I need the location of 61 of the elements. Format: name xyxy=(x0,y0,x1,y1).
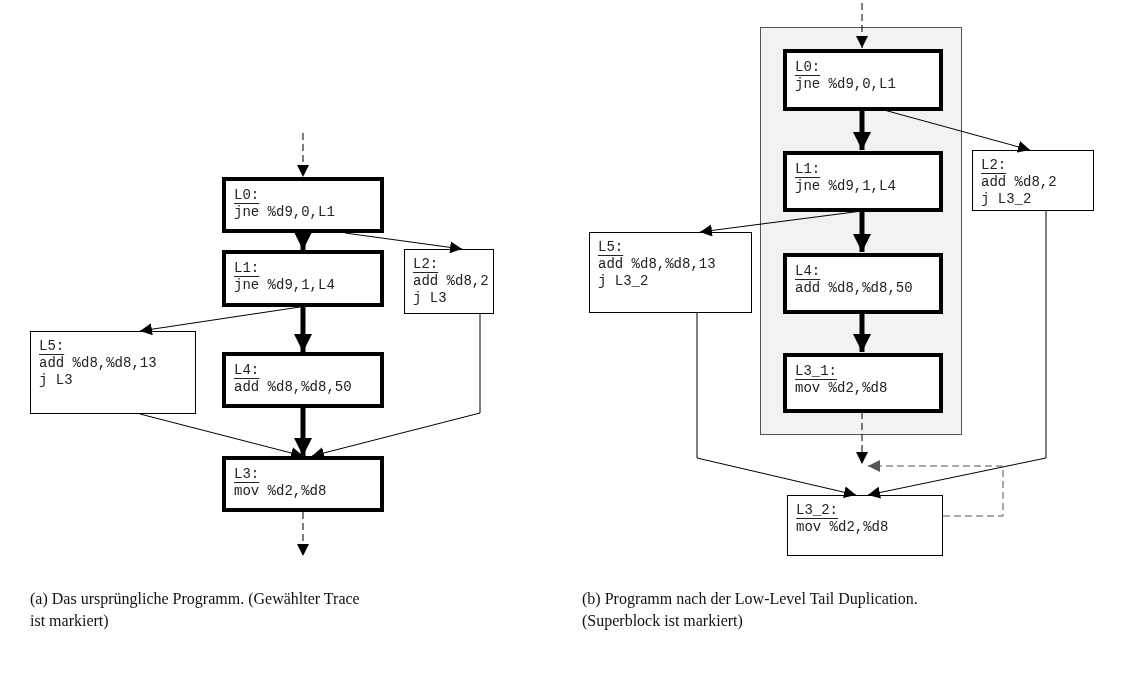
basic-block xyxy=(972,150,1094,211)
code-line: jne %d9,0,L1 xyxy=(795,76,896,93)
basic-block xyxy=(222,177,384,233)
code-line: add %d8,%d8,13 xyxy=(39,355,157,372)
code-line: jne %d9,1,L4 xyxy=(795,178,896,195)
basic-block xyxy=(404,249,494,314)
arrow xyxy=(311,313,481,459)
code-line: mov %d2,%d8 xyxy=(234,483,327,500)
basic-block xyxy=(222,352,384,408)
block-label: L5: xyxy=(39,338,65,355)
block-label: L4: xyxy=(795,263,821,280)
basic-block xyxy=(783,253,943,314)
block-label: L0: xyxy=(795,59,821,76)
code-line: jne %d9,1,L4 xyxy=(234,277,335,294)
arrow xyxy=(696,312,857,499)
block-label: L2: xyxy=(981,157,1007,174)
arrow xyxy=(294,408,312,456)
block-label: L3: xyxy=(234,466,260,483)
basic-block xyxy=(783,353,943,413)
block-label: L5: xyxy=(598,239,624,256)
code-line: add %d8,%d8,13 xyxy=(598,256,716,273)
arrow xyxy=(853,211,871,252)
code-line: jne %d9,0,L1 xyxy=(234,204,335,221)
dashed-arrow xyxy=(856,2,868,49)
code-line: mov %d2,%d8 xyxy=(795,380,888,397)
basic-block xyxy=(787,495,943,556)
superblock-region xyxy=(760,27,962,435)
arrow xyxy=(294,232,312,250)
code-line: add %d8,%d8,50 xyxy=(795,280,913,297)
arrow xyxy=(867,210,1047,499)
block-label: L1: xyxy=(795,161,821,178)
basic-block xyxy=(222,250,384,307)
basic-block xyxy=(589,232,752,313)
arrow xyxy=(294,307,312,352)
arrow xyxy=(139,413,304,459)
code-line: add %d8,%d8,50 xyxy=(234,379,352,396)
block-label: L3_2: xyxy=(796,502,838,519)
dashed-arrow xyxy=(297,511,309,557)
code-line: j L3_2 xyxy=(598,273,649,290)
arrow xyxy=(853,313,871,352)
block-label: L2: xyxy=(413,256,439,273)
code-line: mov %d2,%d8 xyxy=(796,519,889,536)
figure-caption: (a) Das ursprüngliche Programm. (Gewählter Trace ist markiert) xyxy=(30,589,360,631)
dashed-arrow xyxy=(297,132,309,178)
code-line: add %d8,2 xyxy=(413,273,489,290)
arrow xyxy=(853,110,871,150)
block-label: L3_1: xyxy=(795,363,837,380)
dashed-arrow xyxy=(856,411,868,465)
dashed-arrow xyxy=(867,460,1004,517)
block-label: L1: xyxy=(234,260,260,277)
figure-caption: (b) Programm nach der Low-Level Tail Duplication. (Superblock ist markiert) xyxy=(582,589,919,632)
block-label: L0: xyxy=(234,187,260,204)
code-line: add %d8,2 xyxy=(981,174,1057,191)
basic-block xyxy=(783,151,943,212)
code-line: j L3 xyxy=(413,290,447,307)
code-line: j L3_2 xyxy=(981,191,1032,208)
basic-block xyxy=(222,456,384,512)
basic-block xyxy=(30,331,196,414)
block-label: L4: xyxy=(234,362,260,379)
code-line: j L3 xyxy=(39,372,73,389)
basic-block xyxy=(783,49,943,111)
